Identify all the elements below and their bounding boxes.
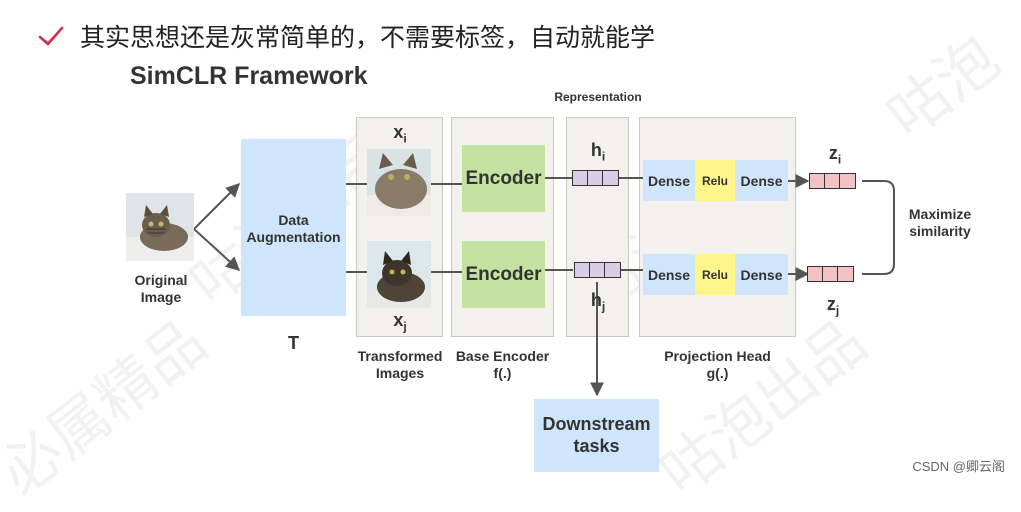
vector-cell (604, 262, 621, 278)
projection-vector-zi (808, 173, 856, 189)
base-encoder-label: Base Encoder f(.) (455, 348, 550, 381)
data-augmentation-box (241, 139, 346, 316)
dense-layer-bottom-2: Dense (735, 254, 788, 295)
dense-layer-top-2: Dense (735, 160, 788, 201)
framework-title: SimCLR Framework (130, 62, 368, 90)
vector-cell (808, 173, 826, 189)
representation-vector-hi (571, 170, 619, 186)
csdn-credit: CSDN @卿云阁 (912, 459, 1005, 474)
vector-cell (571, 170, 589, 186)
vector-cell (602, 170, 619, 186)
maximize-similarity-label: Maximize similarity (908, 206, 972, 239)
representation-vector-hj (573, 262, 621, 278)
cat-photo-icon (367, 149, 431, 216)
data-augmentation-label: Data Augmentation (246, 212, 341, 245)
slide-heading: 其实思想还是灰常简单的，不需要标签，自动就能学 (36, 18, 655, 54)
representation-label: Representation (554, 90, 642, 104)
transformed-images-label: Transformed Images (357, 348, 443, 381)
xi-label: xi (393, 122, 407, 146)
vector-cell (822, 266, 839, 282)
augmentation-symbol: T (288, 333, 299, 353)
zj-label: zj (826, 294, 840, 318)
xj-label: xj (393, 310, 407, 334)
vector-cell (824, 173, 841, 189)
encoder-box-top: Encoder (462, 145, 545, 212)
checkmark-icon (38, 26, 64, 46)
vector-cell (589, 262, 606, 278)
vector-cell (587, 170, 604, 186)
encoder-box-bottom: Encoder (462, 241, 545, 308)
vector-cell (806, 266, 824, 282)
vector-cell (837, 266, 854, 282)
heading-text: 其实思想还是灰常简单的，不需要标签，自动就能学 (80, 23, 656, 52)
projection-vector-zj (806, 266, 854, 282)
transformed-image-j (367, 241, 431, 308)
vector-cell (839, 173, 856, 189)
original-image (126, 193, 194, 261)
relu-layer-bottom: Relu (695, 254, 735, 295)
projection-head-label: Projection Head g(.) (664, 348, 771, 381)
original-image-label: Original Image (134, 272, 188, 305)
dense-layer-bottom-1: Dense (643, 254, 695, 295)
vector-cell (573, 262, 591, 278)
zi-label: zi (828, 143, 842, 167)
cat-photo-icon (367, 241, 431, 308)
hi-label: hi (590, 140, 606, 164)
hj-label: hj (590, 290, 606, 314)
cat-photo-icon (126, 193, 194, 261)
projection-head-panel (639, 117, 796, 337)
downstream-tasks-box: Downstream tasks (534, 399, 659, 472)
transformed-image-i (367, 149, 431, 216)
relu-layer-top: Relu (695, 160, 735, 201)
dense-layer-top-1: Dense (643, 160, 695, 201)
diagram-connectors (193, 174, 895, 397)
